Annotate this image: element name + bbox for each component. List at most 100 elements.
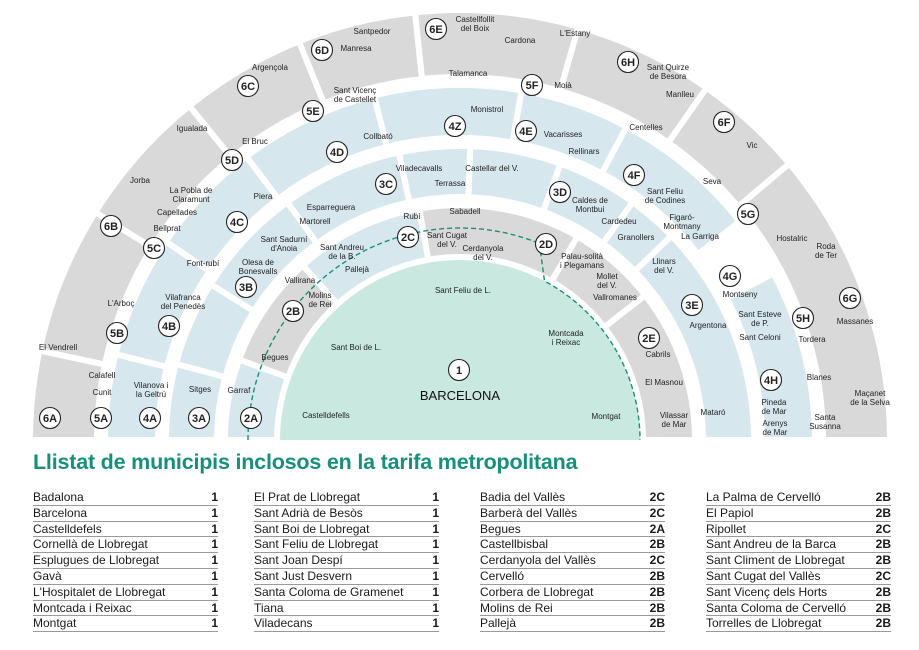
zone-code-3a: 3A (187, 406, 211, 430)
municipality-zone: 1 (211, 553, 218, 568)
municipality-zone: 2B (875, 537, 891, 552)
place-label: Granollers (618, 233, 655, 242)
zone-code-4f: 4F (622, 163, 646, 187)
municipality-name: L'Hospitalet de Llobregat (33, 584, 166, 599)
zone-code-5d: 5D (220, 148, 244, 172)
zone-code-circle (712, 110, 736, 134)
municipality-name: Sant Joan Despí (254, 553, 343, 568)
place-label: Montgat (592, 412, 622, 421)
zone-code-circle (548, 180, 572, 204)
zone-code-circle (622, 163, 646, 187)
place-label: Santpedor (354, 27, 391, 36)
municipality-zone: 1 (432, 616, 439, 631)
zone-1-area (280, 260, 640, 440)
municipality-zone: 1 (432, 568, 439, 583)
municipality-zone: 1 (432, 600, 439, 615)
place-label: Viladecavalls (396, 164, 443, 173)
municipality-zone: 2B (875, 616, 891, 631)
zone-code-2d: 2D (534, 232, 558, 256)
municipality-name: Sant Climent de Llobregat (706, 553, 845, 568)
list-title: Llistat de municipis inclosos en la tari… (33, 450, 578, 474)
municipality-name: Sant Vicenç dels Horts (706, 584, 828, 599)
municipality-name: Pallejà (480, 616, 517, 631)
municipality-name: Sant Adrià de Besòs (254, 505, 363, 520)
municipality-row: Torrelles de Llobregat 2B (706, 616, 891, 633)
zone-code-5f: 5F (520, 73, 544, 97)
place-label: Igualada (177, 124, 208, 133)
zone-code-circle (239, 406, 263, 430)
zone-code-4g: 4G (718, 264, 742, 288)
zone-code-circle (447, 358, 471, 382)
municipality-zone: 2C (649, 490, 665, 504)
zone-map: El VendrellJorbaIgualadaArgençolaManresa… (30, 10, 891, 443)
zone-code-text: 6C (241, 81, 255, 93)
municipality-zone: 2B (649, 616, 665, 631)
place-label: Rubí (404, 212, 422, 221)
zone-code-3b: 3B (234, 275, 258, 299)
zone-code-text: 4F (628, 170, 641, 182)
zone-code-circle (396, 225, 420, 249)
zone-code-circle (791, 306, 815, 330)
municipality-zone: 1 (432, 553, 439, 568)
zone-code-text: 5G (741, 209, 756, 221)
zone-code-text: 2C (401, 232, 415, 244)
zone-code-4a: 4A (138, 406, 162, 430)
municipality-row: Sant Adrià de Besòs 1 (254, 506, 439, 522)
municipality-zone: 2C (649, 553, 665, 568)
zone-code-3d: 3D (548, 180, 572, 204)
sector-ring4-8 (630, 231, 758, 443)
place-label: Mataró (701, 408, 726, 417)
place-label: El Vendrell (39, 343, 77, 352)
place-label: Moià (554, 81, 572, 90)
zone-code-circle (310, 38, 334, 62)
municipality-zone: 2B (649, 600, 665, 615)
place-label: Rellinars (568, 147, 599, 156)
place-label: Capellades (157, 208, 197, 217)
place-label: Castellar del V. (465, 164, 519, 173)
place-label: Cunit (93, 388, 112, 397)
sector-ring4-4 (395, 143, 474, 206)
zone-code-6g: 6G (838, 286, 862, 310)
municipality-zone: 1 (211, 490, 218, 504)
place-label: Esparreguera (307, 203, 356, 212)
zone-code-text: 2D (539, 239, 553, 251)
municipality-name: Castelldefels (33, 521, 102, 536)
place-label: Cardedeu (601, 217, 636, 226)
zone-code-text: 5A (94, 413, 108, 425)
zone-code-circle (718, 264, 742, 288)
municipality-name: El Papiol (706, 505, 754, 520)
municipality-name: Molins de Rei (480, 600, 553, 615)
municipality-zone: 1 (432, 521, 439, 536)
zone-code-text: 5F (526, 80, 539, 92)
zone-code-circle (234, 275, 258, 299)
place-label: Vallirana (285, 276, 316, 285)
zone-code-text: 4E (519, 126, 532, 138)
municipality-name: Torrelles de Llobregat (706, 616, 822, 631)
municipality-zone: 1 (432, 505, 439, 520)
place-label: Cabrils (646, 350, 671, 359)
zone-code-text: 5C (147, 243, 161, 255)
zone-code-text: 4B (162, 321, 176, 333)
zone-code-5e: 5E (301, 99, 325, 123)
municipality-name: Sant Just Desvern (254, 568, 353, 583)
zone-code-circle (520, 73, 544, 97)
place-label: Terrassa (435, 179, 466, 188)
